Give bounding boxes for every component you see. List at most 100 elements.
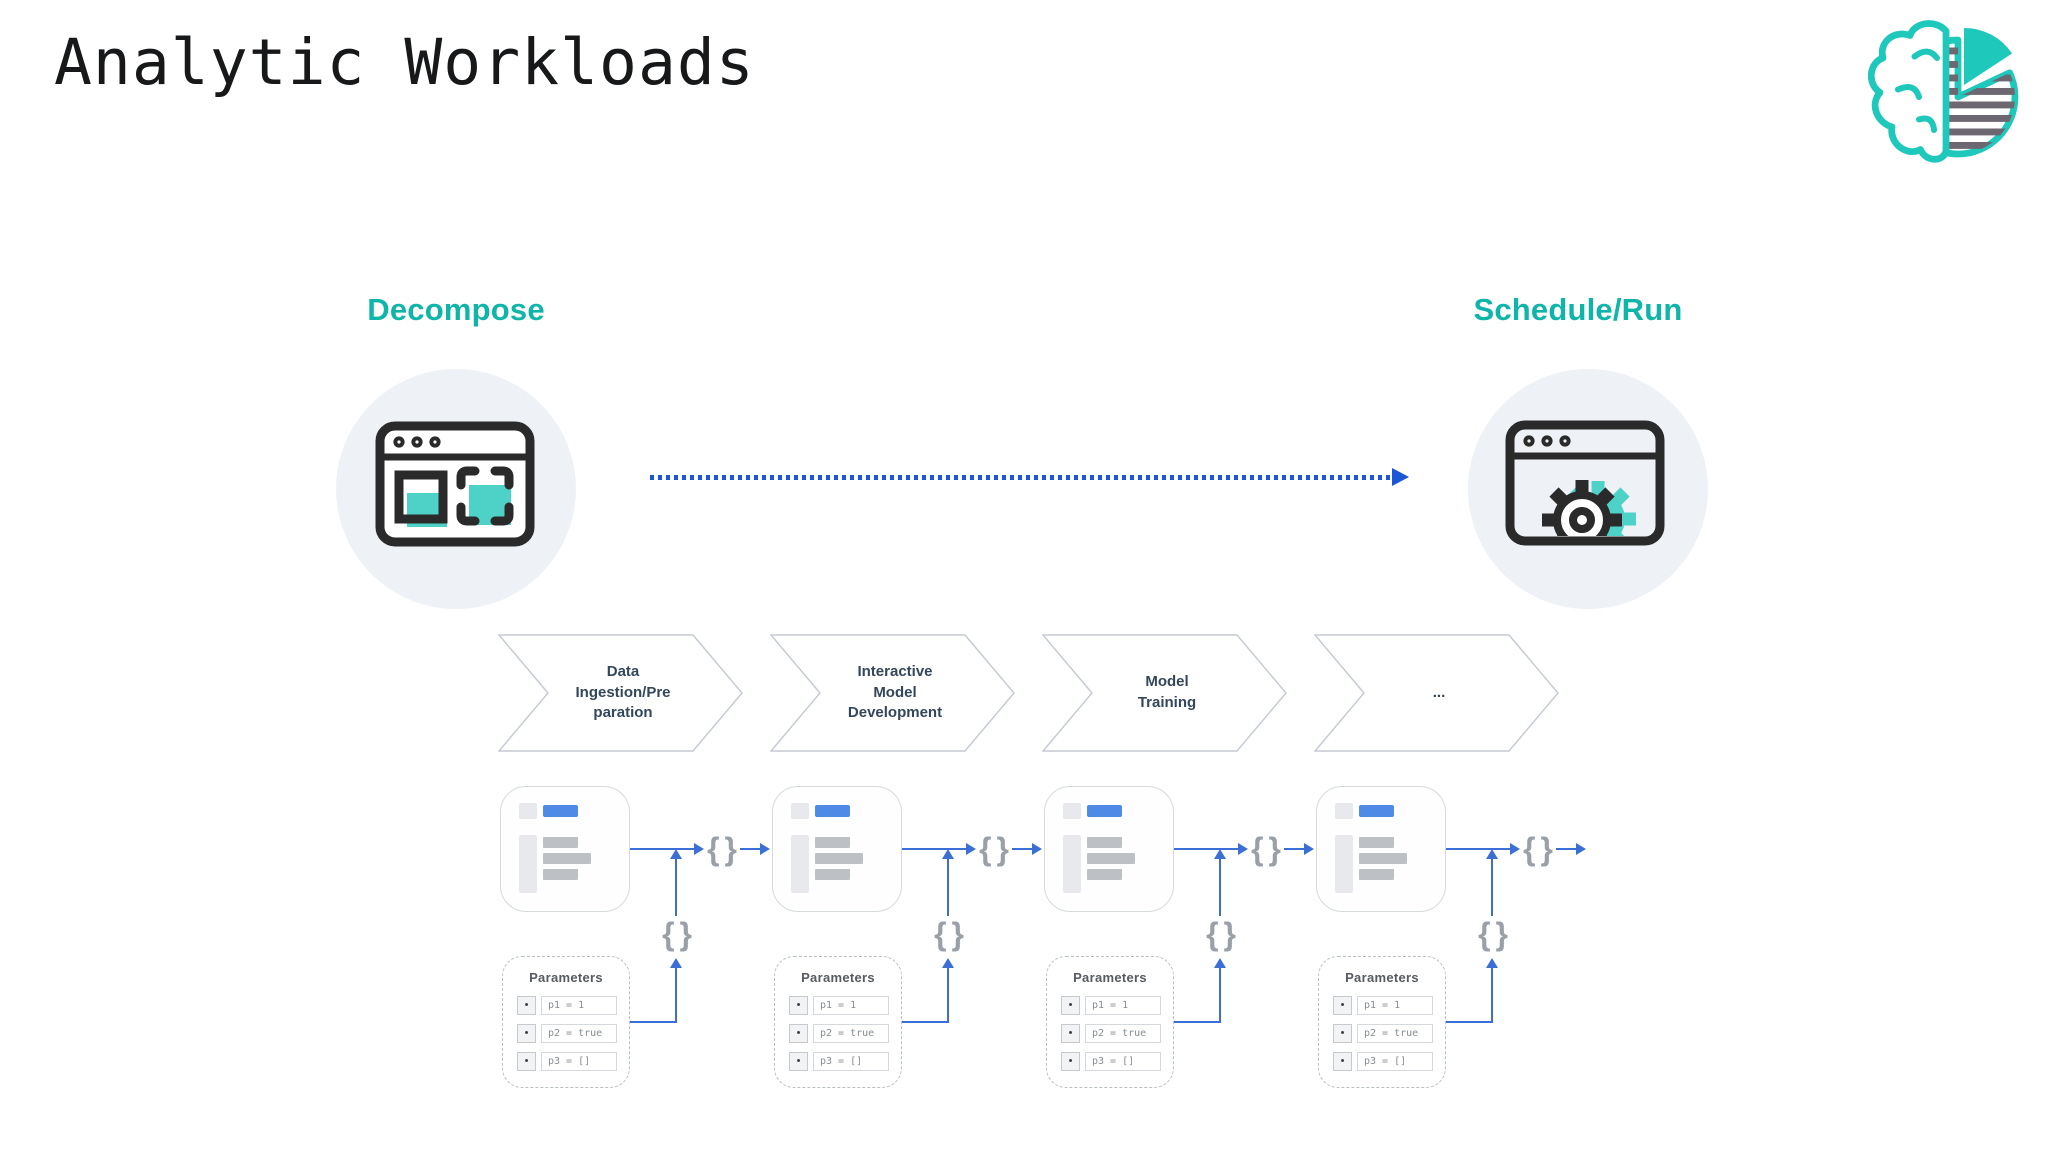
param-bullet-icon: • xyxy=(789,1052,808,1071)
page-title: Analytic Workloads xyxy=(54,26,755,99)
arrowhead-icon xyxy=(1486,958,1498,968)
cell-gutter xyxy=(1335,835,1353,893)
parameter-row: • p2 = true xyxy=(517,1024,617,1043)
code-line xyxy=(1087,869,1122,880)
arrowhead-icon xyxy=(1304,843,1314,855)
arrowhead-icon xyxy=(1032,843,1042,855)
code-line xyxy=(815,837,850,848)
connector-line xyxy=(947,859,949,916)
arrowhead-icon xyxy=(966,843,976,855)
params-brace: { } xyxy=(1206,916,1236,952)
param-bullet-icon: • xyxy=(789,1024,808,1043)
stage-label: Model Training xyxy=(1137,673,1197,711)
arrowhead-icon xyxy=(1576,843,1586,855)
connector-line xyxy=(1219,859,1221,916)
params-brace: { } xyxy=(934,916,964,952)
cell-title-bar xyxy=(1359,805,1394,817)
output-brace: { } xyxy=(1251,831,1281,867)
code-line xyxy=(1359,853,1407,864)
param-value-field: p2 = true xyxy=(813,1024,889,1043)
parameters-title: Parameters xyxy=(1073,970,1147,985)
cell-marker xyxy=(791,803,809,819)
notebook-card xyxy=(500,786,630,912)
parameter-row: • p3 = [] xyxy=(517,1052,617,1071)
code-line xyxy=(543,853,591,864)
parameter-row: • p2 = true xyxy=(1333,1024,1433,1043)
cell-title-bar xyxy=(1087,805,1122,817)
code-line xyxy=(1087,853,1135,864)
parameter-row: • p1 = 1 xyxy=(517,996,617,1015)
browser-gear-icon xyxy=(1505,420,1665,546)
cell-marker xyxy=(519,803,537,819)
stage-label: Interactive Model Development xyxy=(847,662,943,722)
pipeline-unit: Interactive Model Development { } { } Pa… xyxy=(770,630,1062,1100)
pipeline-unit: Model Training { } { } Parameters • p1 =… xyxy=(1042,630,1334,1100)
output-brace: { } xyxy=(1523,831,1553,867)
arrowhead-icon xyxy=(1486,849,1498,859)
param-value-field: p3 = [] xyxy=(541,1052,617,1071)
parameters-box: Parameters • p1 = 1 • p2 = true • p3 = [… xyxy=(774,956,902,1088)
parameter-row: • p1 = 1 xyxy=(1333,996,1433,1015)
param-value-field: p3 = [] xyxy=(1357,1052,1433,1071)
parameter-row: • p3 = [] xyxy=(1333,1052,1433,1071)
code-line xyxy=(1359,869,1394,880)
schedule-run-label: Schedule/Run xyxy=(1473,292,1683,327)
code-line xyxy=(1087,837,1122,848)
parameter-row: • p2 = true xyxy=(1061,1024,1161,1043)
parameters-box: Parameters • p1 = 1 • p2 = true • p3 = [… xyxy=(1046,956,1174,1088)
parameter-row: • p1 = 1 xyxy=(789,996,889,1015)
param-bullet-icon: • xyxy=(1061,1024,1080,1043)
connector-line xyxy=(1556,848,1578,850)
code-line xyxy=(543,869,578,880)
browser-decompose-icon xyxy=(375,421,535,547)
notebook-card xyxy=(1316,786,1446,912)
param-value-field: p1 = 1 xyxy=(1357,996,1433,1015)
stage-label: ... xyxy=(1432,683,1446,701)
connector-line xyxy=(1174,848,1240,850)
connector-line xyxy=(675,967,677,1023)
param-value-field: p3 = [] xyxy=(1085,1052,1161,1071)
param-bullet-icon: • xyxy=(1333,1024,1352,1043)
notebook-card xyxy=(1044,786,1174,912)
param-value-field: p1 = 1 xyxy=(813,996,889,1015)
param-bullet-icon: • xyxy=(517,1052,536,1071)
param-bullet-icon: • xyxy=(1061,996,1080,1015)
connector-line xyxy=(947,967,949,1023)
dotted-flow-line xyxy=(650,475,1392,480)
connector-line xyxy=(630,848,696,850)
pipeline-unit: ... { } { } Parameters • p1 = 1 • p2 = xyxy=(1314,630,1606,1100)
param-value-field: p3 = [] xyxy=(813,1052,889,1071)
arrowhead-icon xyxy=(694,843,704,855)
connector-line xyxy=(1446,1021,1493,1023)
code-line xyxy=(815,869,850,880)
param-value-field: p1 = 1 xyxy=(1085,996,1161,1015)
cell-title-bar xyxy=(543,805,578,817)
param-bullet-icon: • xyxy=(517,1024,536,1043)
connector-line xyxy=(1491,967,1493,1023)
connector-line xyxy=(675,859,677,916)
param-bullet-icon: • xyxy=(1333,1052,1352,1071)
connector-line xyxy=(630,1021,677,1023)
parameters-title: Parameters xyxy=(529,970,603,985)
arrowhead-icon xyxy=(1510,843,1520,855)
arrowhead-icon xyxy=(670,849,682,859)
notebook-card xyxy=(772,786,902,912)
param-value-field: p1 = 1 xyxy=(541,996,617,1015)
stage-chevron xyxy=(1042,634,1287,752)
parameter-row: • p2 = true xyxy=(789,1024,889,1043)
arrowhead-icon xyxy=(1238,843,1248,855)
parameters-title: Parameters xyxy=(1345,970,1419,985)
cell-marker xyxy=(1335,803,1353,819)
param-bullet-icon: • xyxy=(789,996,808,1015)
parameters-title: Parameters xyxy=(801,970,875,985)
parameters-box: Parameters • p1 = 1 • p2 = true • p3 = [… xyxy=(502,956,630,1088)
params-brace: { } xyxy=(1478,916,1508,952)
parameter-row: • p1 = 1 xyxy=(1061,996,1161,1015)
arrowhead-icon xyxy=(1214,958,1226,968)
parameters-box: Parameters • p1 = 1 • p2 = true • p3 = [… xyxy=(1318,956,1446,1088)
cell-title-bar xyxy=(815,805,850,817)
parameter-row: • p3 = [] xyxy=(789,1052,889,1071)
stage-chevron xyxy=(498,634,743,752)
dotted-flow-arrowhead-icon xyxy=(1392,468,1409,486)
connector-line xyxy=(1491,859,1493,916)
